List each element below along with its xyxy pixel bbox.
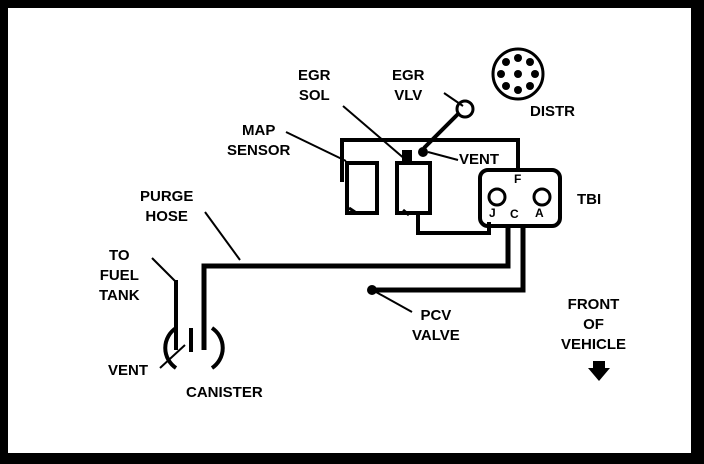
front-of-vehicle-line-3: VEHICLE [561,336,627,353]
egr-solenoid-fitting [402,150,412,162]
tbi-body [478,168,562,228]
distr-label: DISTR [530,103,575,120]
purge-hose-line-1: PURGE [140,188,194,205]
pcv-valve-line-2: VALVE [412,327,460,344]
distributor-cap-icon [491,47,545,101]
to-fuel-tank-line-1: TO [108,247,130,264]
purge-hose-label: PURGE HOSE [140,187,193,227]
tbi-label: TBI [577,191,602,208]
vent-canister-label: VENT [108,362,149,379]
pcv-hose-line [372,224,526,293]
tbi-port-f-label: F [514,172,522,186]
canister-label: CANISTER [186,384,263,401]
vent-top-label: VENT [459,151,500,168]
diagram-panel [8,8,691,453]
to-fuel-tank-label: TO FUEL TANK [99,246,140,306]
map-sensor-line-1: MAP [242,122,276,139]
tbi-port-a-label: A [535,206,544,220]
egr-sol-line-2: SOL [298,87,330,104]
to-fuel-tank-line-2: FUEL [99,267,139,284]
egr-solenoid-body [395,161,432,215]
front-of-vehicle-label: FRONT OF VEHICLE [561,295,626,355]
tbi-port-left [487,187,507,207]
pcv-valve-icon [367,285,377,295]
map-sensor-line-2: SENSOR [227,142,291,159]
to-fuel-tank-line-3: TANK [99,287,140,304]
egr-vlv-line-2: VLV [394,87,423,104]
vent-fitting [418,147,428,157]
tbi-port-right [532,187,552,207]
tbi-port-c-label: C [510,207,519,221]
pcv-valve-line-1: PCV [420,307,452,324]
tbi-port-j-label: J [489,206,496,220]
egr-tbi-hose [416,214,491,235]
map-sensor-body [345,161,379,215]
map-sensor-label: MAP SENSOR [227,121,290,161]
egr-vlv-label: EGR VLV [392,66,425,106]
leader-lines [151,92,464,369]
front-of-vehicle-line-2: OF [583,316,604,333]
pcv-valve-label: PCV VALVE [412,306,460,346]
egr-sol-line-1: EGR [298,67,331,84]
egr-vlv-line-1: EGR [392,67,425,84]
egr-valve-hose [422,112,460,150]
purge-hose-line-2: HOSE [145,208,188,225]
purge-hose-line [201,224,511,348]
egr-sol-label: EGR SOL [298,66,331,106]
canister-icon [163,326,225,370]
front-of-vehicle-line-1: FRONT [567,296,620,313]
down-arrow-icon [588,361,610,381]
